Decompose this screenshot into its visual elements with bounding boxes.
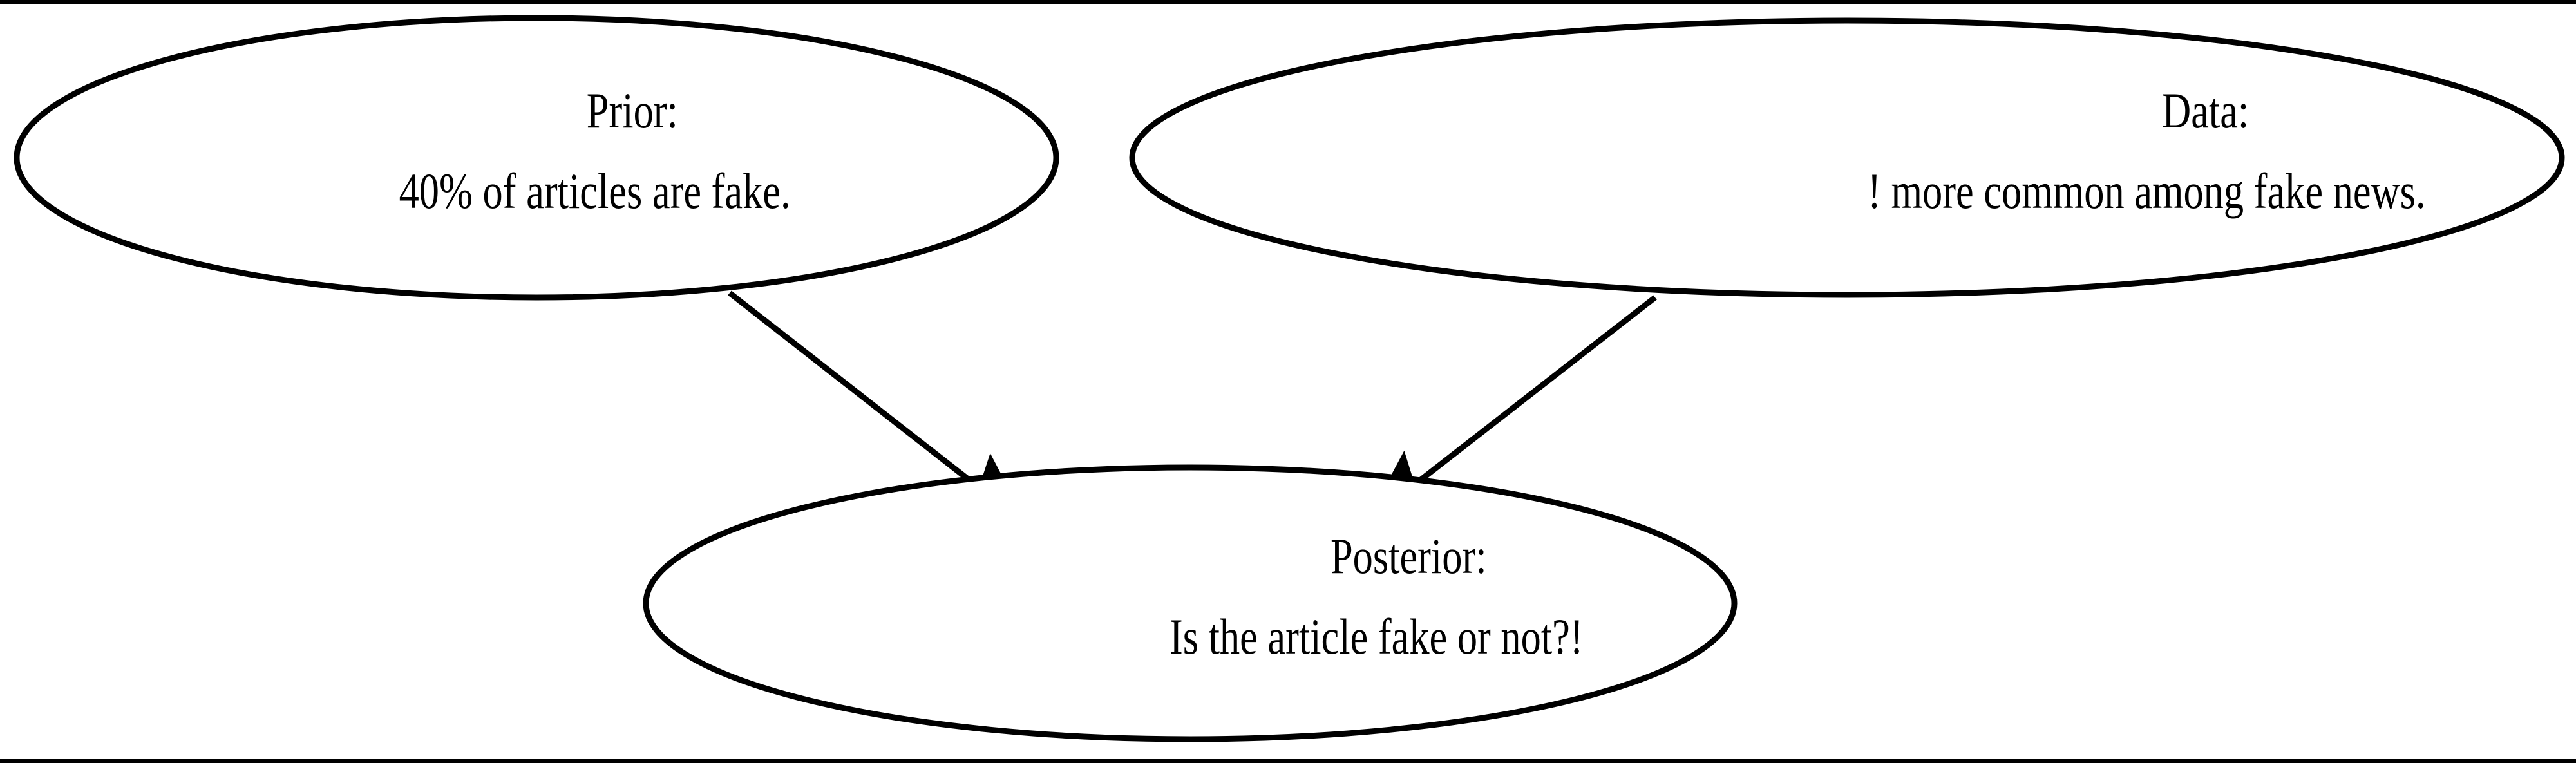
data-node-ellipse xyxy=(1129,17,2565,298)
prior-node-line2: 40% of articles are fake. xyxy=(399,164,791,220)
edge-prior-posterior-line xyxy=(728,290,1008,511)
posterior-node-line2: Is the article fake or not?! xyxy=(1170,610,1584,665)
data-node-line1: Data: xyxy=(2162,84,2249,139)
prior-node[interactable]: Prior: 40% of articles are fake. xyxy=(14,15,1059,301)
posterior-node[interactable]: Posterior: Is the article fake or not?! xyxy=(643,464,1738,742)
posterior-node-ellipse xyxy=(643,464,1738,742)
posterior-node-line1: Posterior: xyxy=(1331,529,1487,585)
prior-node-ellipse xyxy=(14,15,1059,301)
data-node-line2: ! more common among fake news. xyxy=(1868,164,2425,220)
prior-node-line1: Prior: xyxy=(587,84,678,139)
edge-data-posterior-line xyxy=(1386,295,1657,508)
data-node[interactable]: Data: ! more common among fake news. xyxy=(1129,17,2565,298)
